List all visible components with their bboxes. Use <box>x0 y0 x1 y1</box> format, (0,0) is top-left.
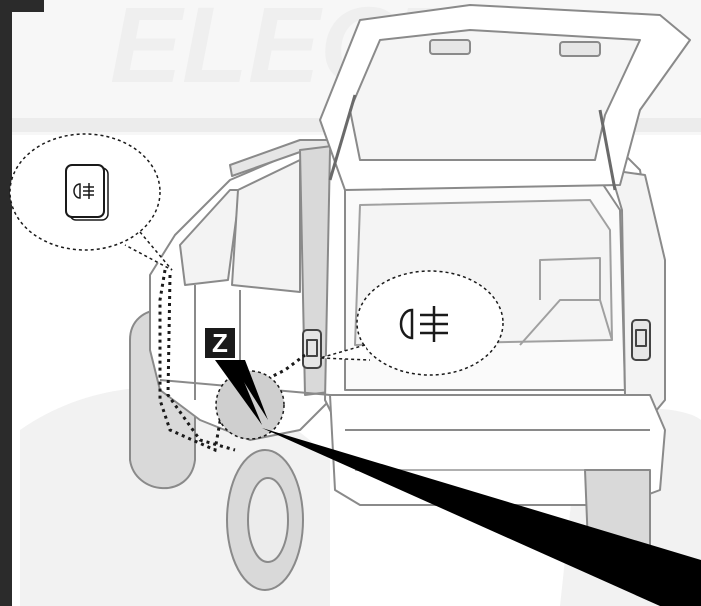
top-left-tab <box>0 0 44 12</box>
switch-callout-bubble <box>10 134 172 270</box>
left-edge-bar <box>0 0 12 606</box>
tailgate-handle-right <box>560 42 600 56</box>
rear-light-right <box>632 320 650 360</box>
z-label: Z <box>212 328 228 358</box>
tailgate-handle-left <box>430 40 470 54</box>
rear-light-left <box>303 330 321 368</box>
